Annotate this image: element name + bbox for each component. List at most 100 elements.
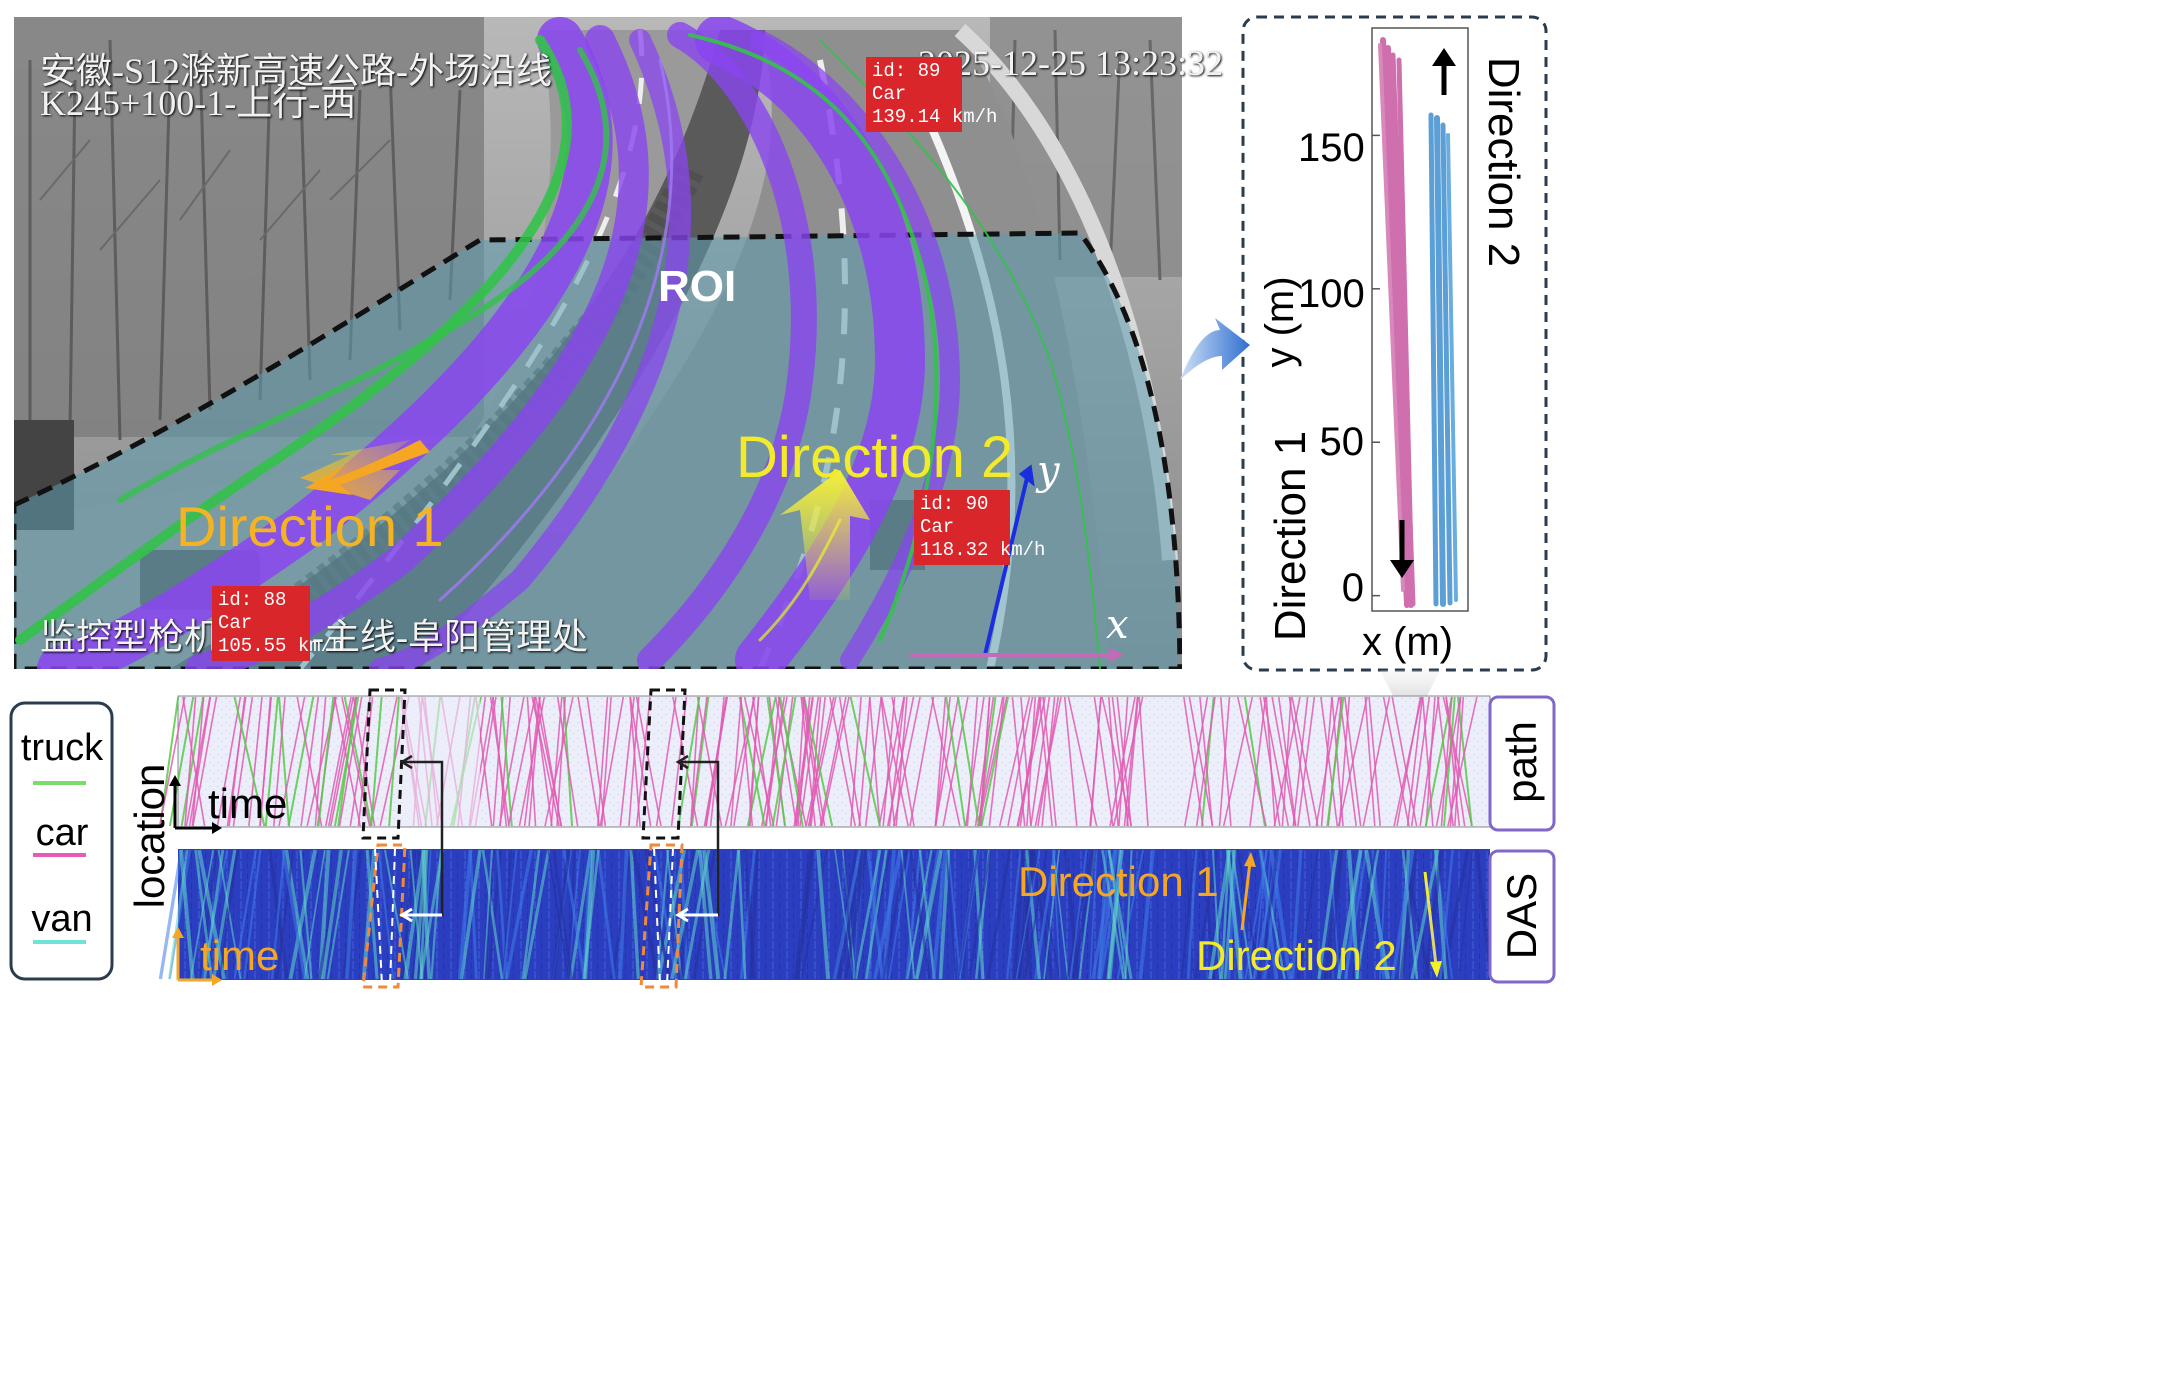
path-trajectory-line [892,696,921,827]
das-signal-streak [1236,849,1261,980]
path-trajectory-line [500,696,513,827]
path-trajectory-line [1138,696,1149,827]
y-axis-line [983,477,1029,656]
das-signal-streak [189,849,214,980]
das-signal-streak [1043,849,1060,980]
path-trajectory-line [296,696,323,827]
das-signal-streak [909,849,931,980]
path-trajectory-line [1440,696,1453,827]
xy-ytick-50: 50 [1319,420,1365,464]
path-trajectory-line [259,696,273,827]
path-trajectory-line [534,696,563,827]
path-trajectory-line [1112,696,1144,827]
path-trajectory-line [1237,696,1267,827]
path-trajectory-line [934,696,947,827]
path-trajectory-line [1436,696,1454,827]
das-signal-streak [158,849,183,980]
path-trajectory-line [577,696,601,827]
path-trajectory-line [492,696,504,827]
path-trajectory-line [556,696,566,827]
das-signal-streak [179,849,195,980]
path-trajectory-line [278,696,290,827]
path-trajectory-line [388,696,400,827]
das-signal-streak [1457,849,1474,980]
das-signal-streak [967,849,992,980]
path-trajectory-line [1041,696,1056,827]
path-trajectory-line [1067,696,1098,827]
das-signal-streak [1290,849,1303,980]
das-signal-streak [947,849,962,980]
path-trajectory-line [327,696,354,827]
path-trajectory-line [738,696,766,827]
das-signal-streak [1099,849,1125,980]
path-trajectory-line [838,696,862,827]
das-signal-streak [1329,849,1341,980]
das-signal-streak [596,849,616,980]
das-signal-streak [1052,849,1061,980]
das-signal-streak [914,849,943,980]
path-trajectory-line [1445,696,1466,827]
direction1-plot-arrow [1390,520,1414,578]
path-trajectory-line [628,696,640,827]
das-signal-streak [502,849,518,980]
direction2-arrow [780,470,870,600]
path-trajectory-line [1419,696,1440,827]
path-trajectory-line [771,696,797,827]
path-trajectory-line [739,696,754,827]
path-trajectory-line [1320,696,1339,827]
path-trajectory-line [1364,696,1376,827]
path-trajectory-line [1184,696,1209,827]
path-time-axis [169,775,222,834]
path-trajectory-line [880,696,909,827]
path-trajectory-line [324,696,352,827]
das-signal-streak [800,849,828,980]
path-trajectory-line [880,696,896,827]
path-trajectory-line [619,696,635,827]
das-signal-streak [1089,849,1098,980]
das-signal-streak [854,849,882,980]
das-signal-streak [1440,849,1470,980]
das-signal-streak [1423,849,1444,980]
path-trajectory-line [1265,696,1276,827]
das-signal-streak [938,849,951,980]
path-trajectory-line [1271,696,1297,827]
das-signal-streak [523,849,551,980]
path-trajectory-line [499,696,511,827]
path-trajectory-line [1101,696,1133,827]
path-trajectory-line [779,696,804,827]
camera-overlay-bottom-left: 监控型枪机 [40,617,221,657]
path-trajectory-line [317,696,335,827]
das-signal-streak [618,849,629,980]
xy-xlabel: x (m) [1362,620,1454,664]
das-signal-streak [1220,849,1231,980]
path-trajectory-line [629,696,652,827]
path-trajectory-line [1396,696,1422,827]
path-trajectory-line [233,696,266,827]
das-signal-streak [1399,849,1419,980]
das-signal-streak [583,849,596,980]
das-signal-streak [1069,849,1088,980]
path-trajectory-line [819,696,847,827]
path-trajectory-line [586,696,607,827]
path-trajectory-line [730,696,743,827]
das-signal-streak [218,849,239,980]
das-signal-streak [1410,849,1440,980]
path-trajectory-line [369,696,398,827]
das-signal-streak [484,849,495,980]
path-trajectory-line [809,696,822,827]
path-trajectory-line [976,696,1004,827]
path-trajectory-line [1443,696,1456,827]
das-signal-streak [1052,849,1069,980]
path-trajectory-line [882,696,896,827]
path-trajectory-line [287,696,315,827]
path-trajectory-line [765,696,781,827]
path-trajectory-line [1339,696,1357,827]
das-signal-streak [459,849,482,980]
das-signal-streak [552,849,573,980]
das-signal-streak [931,849,948,980]
das-time-label: time [200,932,280,979]
path-trajectory-line [1297,696,1316,827]
das-signal-streak [1116,849,1145,980]
das-panel-label: DAS [1498,872,1545,960]
